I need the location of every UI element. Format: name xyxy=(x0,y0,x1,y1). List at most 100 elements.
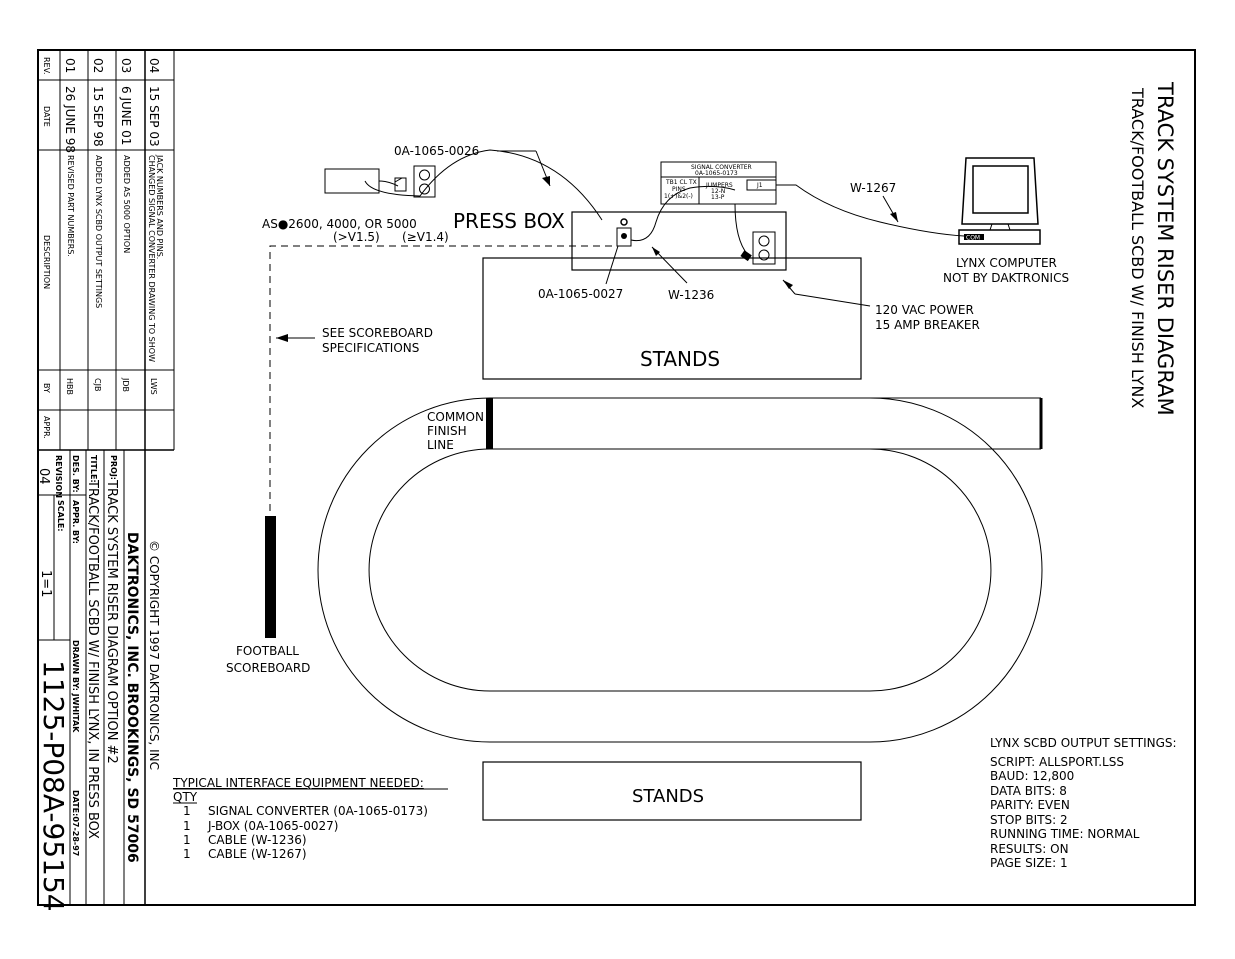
appr-by-label: APPR. BY: xyxy=(71,500,80,544)
company: DAKTRONICS, INC. BROOKINGS, SD 57006 xyxy=(124,532,140,863)
settings-line-2: BAUD: 12,800 xyxy=(990,769,1074,783)
scale-value: 1=1 xyxy=(38,570,53,597)
equipment-item-2-qty: 1 xyxy=(183,819,191,833)
title-text: TRACK/FOOTBALL SCBD W/ FINISH LYNX, IN P… xyxy=(85,479,100,839)
revision-table: REV. DATE DESCRIPTION BY APPR. 04 15 SEP… xyxy=(38,50,175,905)
settings-line-5: STOP BITS: 2 xyxy=(990,813,1068,827)
rev-04-desc2: JACK NUMBERS AND PINS. xyxy=(155,154,164,259)
lynx-label-2: NOT BY DAKTRONICS xyxy=(943,271,1069,285)
des-by-label: DES. BY: xyxy=(71,455,80,493)
revision-label: REVISION xyxy=(54,455,63,498)
controller-version-2: (≥V1.4) xyxy=(402,230,449,244)
stands-top xyxy=(482,257,862,380)
description-header: DESCRIPTION xyxy=(42,235,51,289)
rev-02-date: 15 SEP 98 xyxy=(91,86,105,147)
w1267-label: W-1267 xyxy=(850,181,896,195)
title-label: TITLE: xyxy=(89,455,98,483)
rev-01-desc1: REVISED PART NUMBERS. xyxy=(66,155,75,257)
com-port xyxy=(964,234,984,240)
drawing-title-line2: TRACK/FOOTBALL SCBD W/ FINISH LYNX xyxy=(1128,87,1147,408)
football-scoreboard xyxy=(265,516,276,638)
rev-02-by: CJB xyxy=(93,378,102,391)
settings-line-8: PAGE SIZE: 1 xyxy=(990,856,1068,870)
controller-version-1: (>V1.5) xyxy=(333,230,380,244)
scoreboard-label-2: SCOREBOARD xyxy=(226,661,310,675)
lynx-computer: COM xyxy=(958,157,1041,245)
scale-label: SCALE: xyxy=(56,500,65,532)
sc-jack-label: J1 xyxy=(756,182,763,189)
finish-label-1: COMMON xyxy=(427,410,484,424)
w1236-label: W-1236 xyxy=(668,288,714,302)
rev-04-desc1: CHANGED SIGNAL CONVERTER DRAWING TO SHOW xyxy=(147,155,156,362)
sc-jumper-1: 12-N xyxy=(711,188,725,195)
rev-header: REV. xyxy=(42,57,51,75)
sc-part-number: 0A-1065-0173 xyxy=(695,170,738,177)
equipment-heading: TYPICAL INTERFACE EQUIPMENT NEEDED: xyxy=(172,776,424,790)
j-box-label: 0A-1065-0027 xyxy=(538,287,623,301)
drawing-number: 1125-P08A-95154 xyxy=(37,660,70,912)
drawn-by: DRAWN BY: JWHITAK xyxy=(71,640,80,733)
settings-line-4: PARITY: EVEN xyxy=(990,798,1070,812)
rev-03-date: 6 JUNE 01 xyxy=(119,86,133,145)
date-header: DATE xyxy=(42,106,51,127)
drawing-date: DATE:07-28-97 xyxy=(71,790,80,856)
sc-jumper-2: 13-P xyxy=(711,194,725,201)
controller-power-cord xyxy=(378,180,399,187)
j-box-leader xyxy=(605,245,619,285)
power-adapter xyxy=(394,177,407,192)
lynx-label-1: LYNX COMPUTER xyxy=(956,256,1057,270)
sc-terminal-block xyxy=(660,176,700,205)
settings-line-7: RESULTS: ON xyxy=(990,842,1069,856)
track-inner xyxy=(368,448,992,692)
rev-03-number: 03 xyxy=(119,58,133,73)
controller-outlet xyxy=(413,165,436,198)
finish-label-2: FINISH xyxy=(427,424,467,438)
sc-power-plug xyxy=(740,250,752,262)
equipment-item-4-qty: 1 xyxy=(183,847,191,861)
press-box xyxy=(571,211,787,271)
by-header: BY xyxy=(42,383,51,393)
see-spec-label-2: SPECIFICATIONS xyxy=(322,341,419,355)
scoreboard-signal-cable xyxy=(269,245,612,516)
j-box xyxy=(616,227,632,247)
com-port-label: COM xyxy=(966,235,980,242)
stands-bottom-label: STANDS xyxy=(632,786,704,807)
sc-jumpers: JUMPERS xyxy=(705,182,733,189)
scoreboard-label-1: FOOTBALL xyxy=(236,644,299,658)
equipment-item-1-desc: SIGNAL CONVERTER (0A-1065-0173) xyxy=(208,804,428,818)
cable-w1267 xyxy=(776,184,965,237)
equipment-item-3-desc: CABLE (W-1236) xyxy=(208,833,307,847)
revision-number: 04 xyxy=(36,468,51,485)
title-block: © COPYRIGHT 1997 DAKTRONICS, INC DAKTRON… xyxy=(36,450,161,912)
settings-line-6: RUNNING TIME: NORMAL xyxy=(990,827,1140,841)
drawing-title-line1: TRACK SYSTEM RISER DIAGRAM xyxy=(1153,81,1177,416)
finish-line-marker xyxy=(486,398,493,449)
sc-pins: PINS xyxy=(672,186,686,193)
power-label-1: 120 VAC POWER xyxy=(875,303,974,317)
rev-02-number: 02 xyxy=(91,58,105,73)
appr-header: APPR. xyxy=(42,416,51,439)
sc-pins-value: 1(+)&2(-) xyxy=(664,193,693,200)
proj-label: PROJ: xyxy=(109,455,118,480)
cable-w1236 xyxy=(630,185,736,242)
stands-top-label: STANDS xyxy=(640,347,720,371)
monitor-screen xyxy=(972,165,1029,214)
see-spec-arrowhead xyxy=(276,334,288,342)
rev-04-by: LWS xyxy=(149,378,158,395)
lynx-output-settings: LYNX SCBD OUTPUT SETTINGS: SCRIPT: ALLSP… xyxy=(990,736,1177,870)
settings-heading: LYNX SCBD OUTPUT SETTINGS: xyxy=(990,736,1177,750)
finish-label-3: LINE xyxy=(427,438,454,452)
press-box-outlet xyxy=(752,231,776,265)
equipment-item-1-qty: 1 xyxy=(183,804,191,818)
equipment-list: TYPICAL INTERFACE EQUIPMENT NEEDED: QTY … xyxy=(172,776,448,861)
see-spec-label-1: SEE SCOREBOARD xyxy=(322,326,433,340)
rev-03-by: JDB xyxy=(121,377,130,392)
sc-tb1: TB1 CL TX xyxy=(665,179,697,186)
track-outer xyxy=(317,397,1043,743)
equipment-item-2-desc: J-BOX (0A-1065-0027) xyxy=(207,819,338,833)
rev-02-desc1: ADDED LYNX SCBD OUTPUT SETTINGS xyxy=(94,155,103,308)
rev-01-by: HBB xyxy=(65,378,74,395)
copyright: © COPYRIGHT 1997 DAKTRONICS, INC xyxy=(147,540,161,770)
